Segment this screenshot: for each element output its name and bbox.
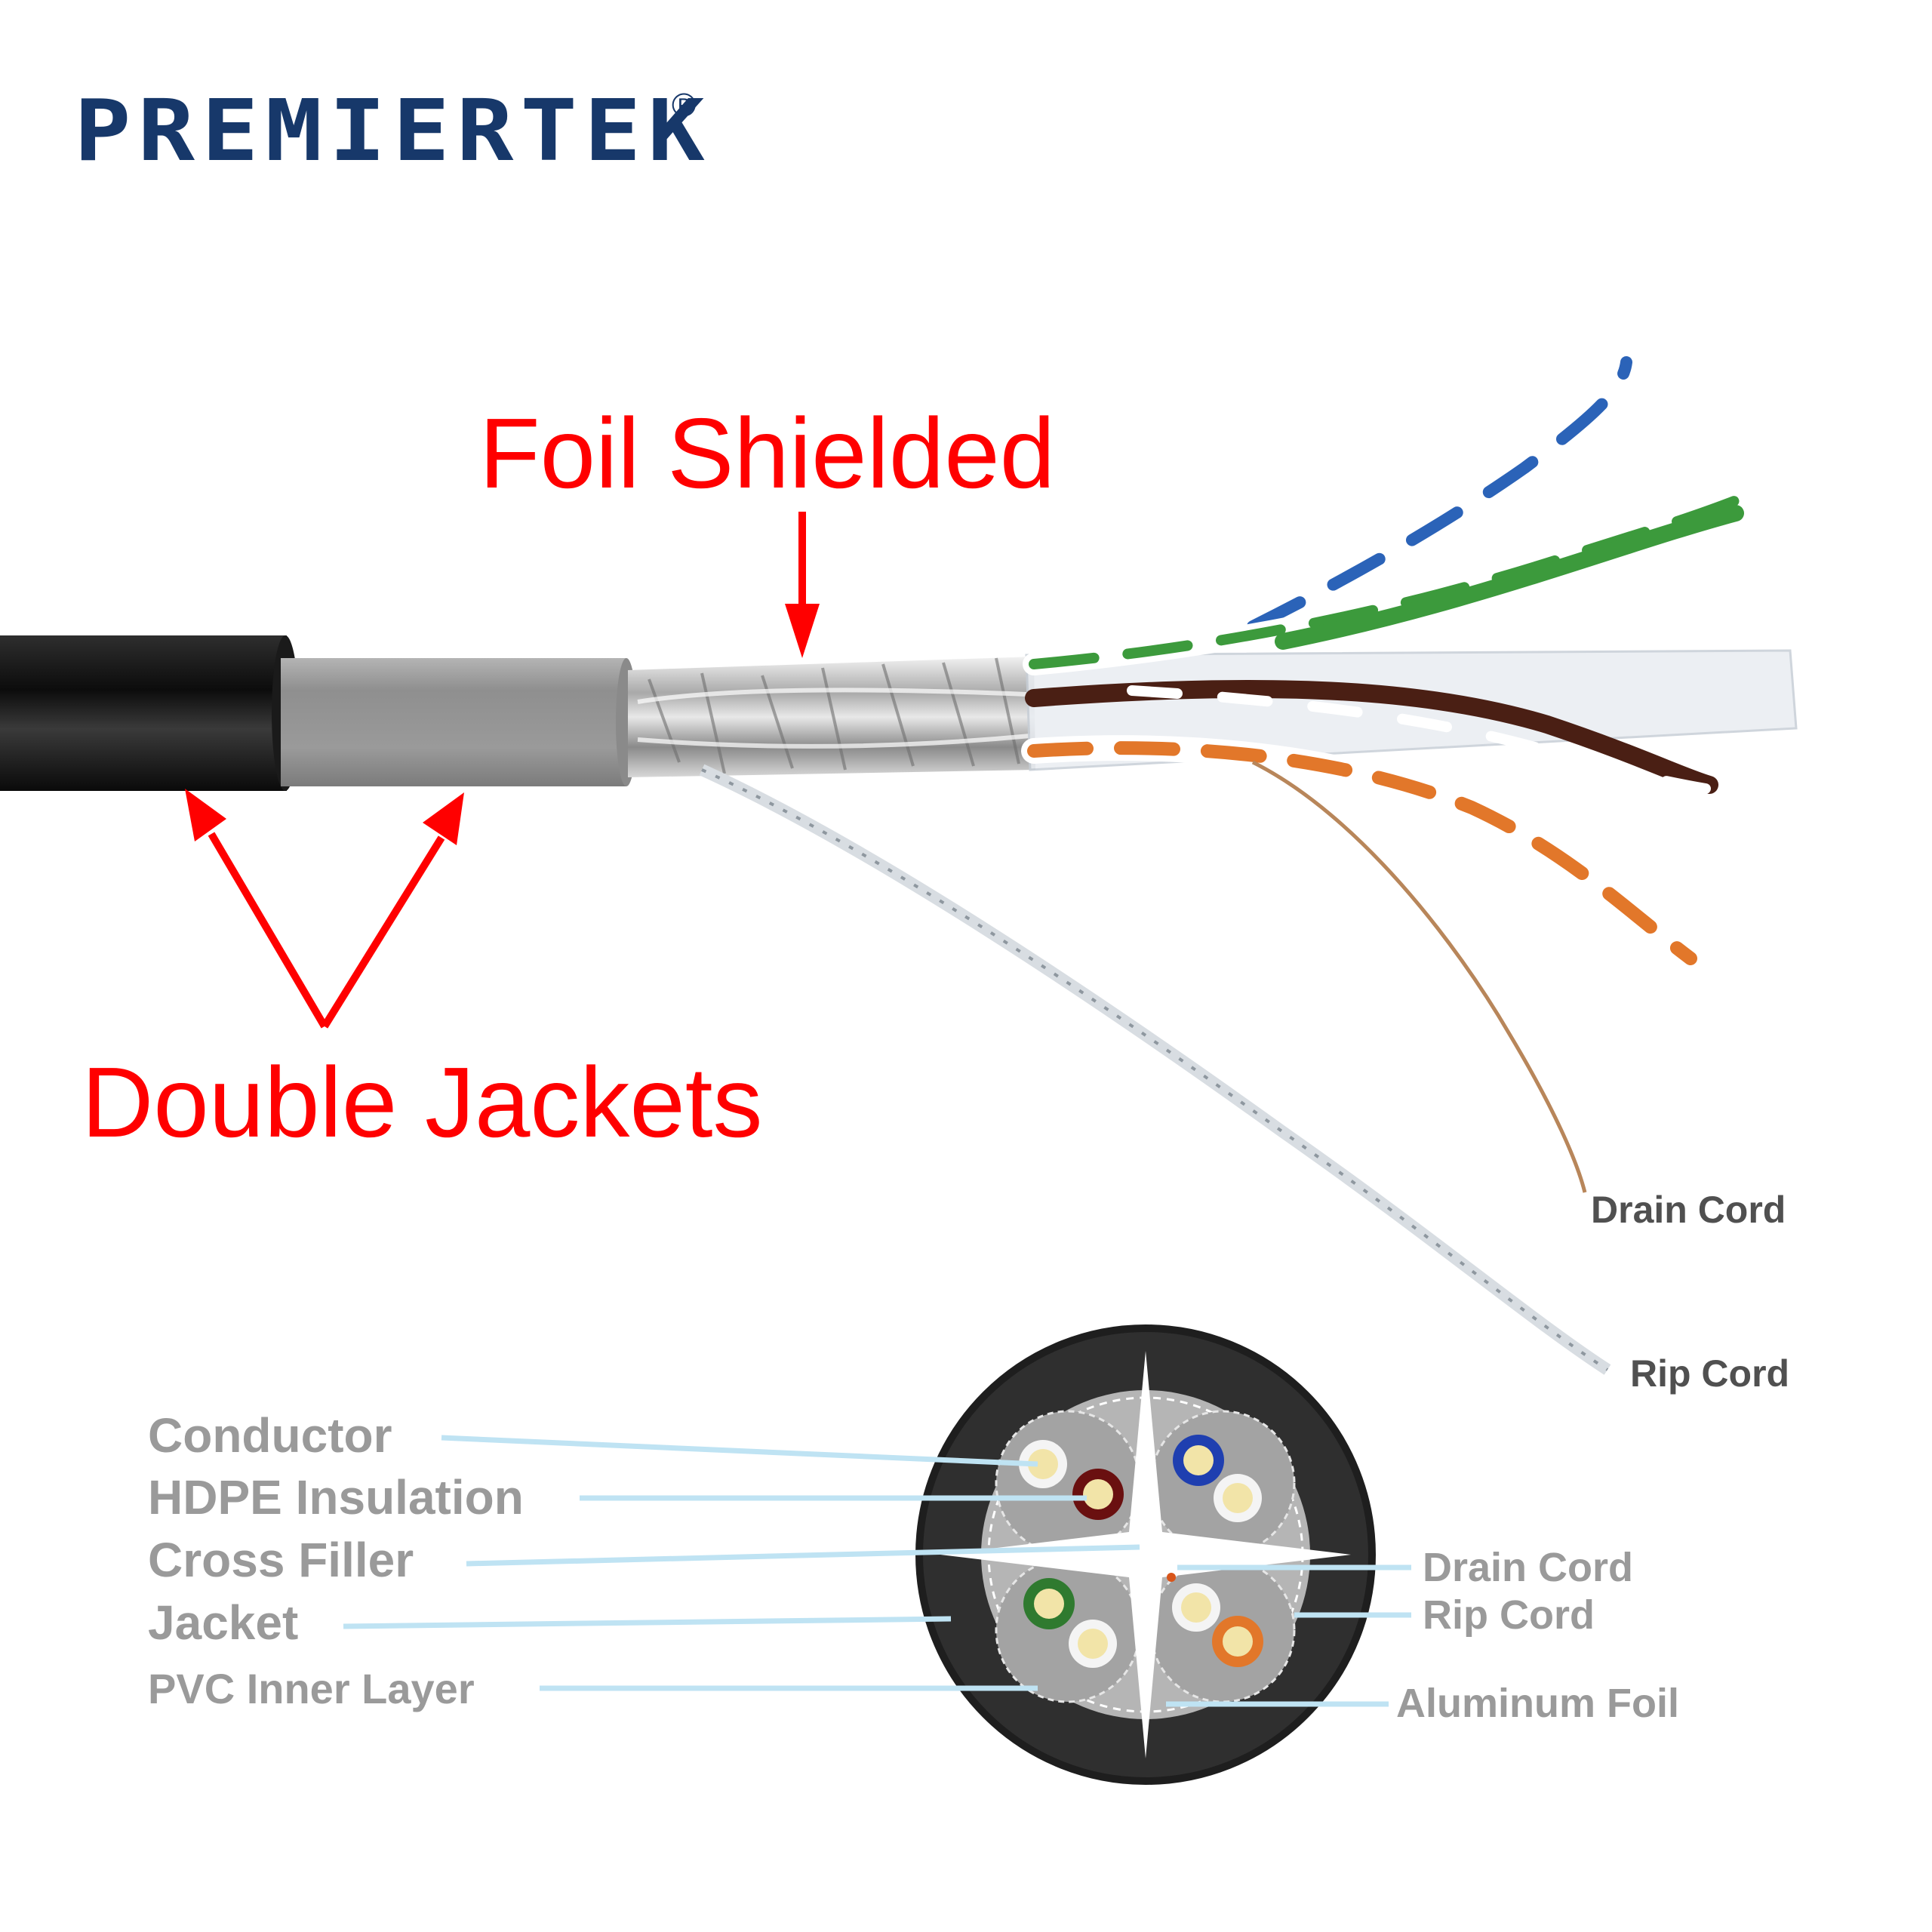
foil-arrow [785,512,820,658]
brown-pair [1025,679,1718,794]
pvc-inner-layer-label: PVC Inner Layer [148,1665,475,1712]
foil-shielded-callout: Foil Shielded [479,398,1056,509]
cs-drain-cord-label: Drain Cord [1423,1545,1634,1590]
conductor-label: Conductor [148,1408,392,1463]
double-jacket-arrows [185,789,464,1029]
cross-filler-label: Cross Filler [148,1533,414,1587]
drain-cord-label: Drain Cord [1591,1189,1786,1231]
registered-mark: ® [672,87,697,124]
rip-cord-label: Rip Cord [1630,1352,1790,1395]
drain-cord-wire [1251,760,1587,1193]
cs-rip-cord-label: Rip Cord [1423,1592,1595,1638]
aluminum-foil [628,657,1035,777]
double-jackets-callout: Double Jackets [82,1047,763,1158]
inner-jacket [281,658,637,786]
aluminum-foil-label: Aluminum Foil [1396,1681,1679,1726]
orange-pair [1021,735,1703,971]
rip-cord-wire [699,764,1611,1375]
leader-lines [343,1435,1411,1707]
hdpe-insulation-label: HDPE Insulation [148,1470,524,1524]
outer-jacket [0,635,299,791]
brand-logo: PREMIERTEK [74,82,712,180]
green-pair [1023,479,1770,675]
jacket-label: Jacket [148,1595,299,1650]
blue-pair [1240,349,1639,639]
cross-section [915,1324,1376,1785]
